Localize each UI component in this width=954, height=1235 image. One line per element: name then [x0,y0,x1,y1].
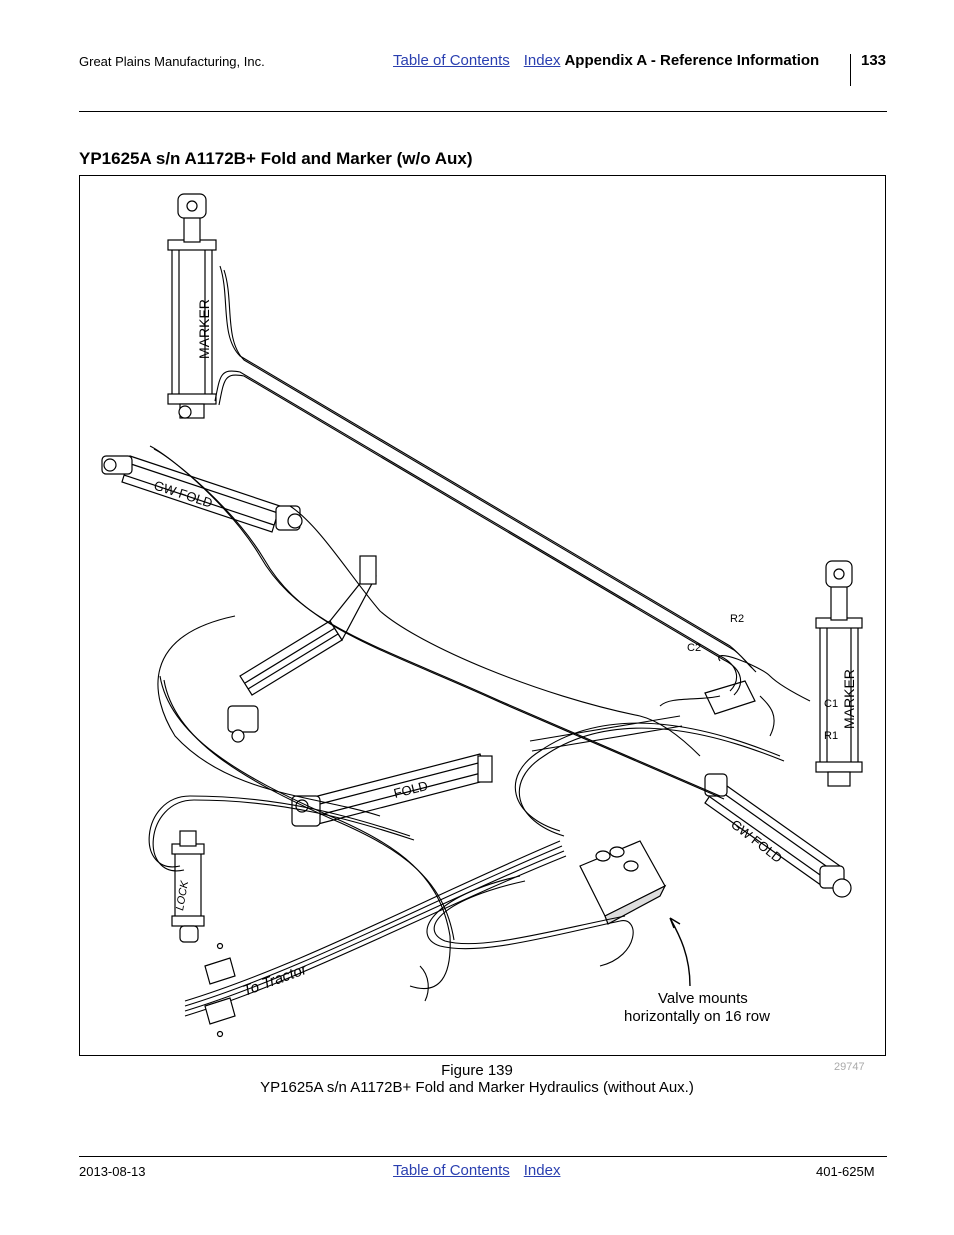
hydraulic-diagram: MARKER MARKER GW FOLD GW FOLD [79,175,886,1056]
footer-nav: Table of Contents Index [393,1162,574,1179]
label-c1: C1 [824,698,838,710]
page-title: YP1625A s/n A1172B+ Fold and Marker (w/o… [79,149,473,168]
left-marker-cylinder: MARKER [167,193,217,419]
right-gw-fold-cylinder: GW FOLD [704,773,852,898]
figure-image-id: 29747 [834,1061,865,1073]
figure-caption: YP1625A s/n A1172B+ Fold and Marker Hydr… [260,1079,694,1096]
label-marker-right: MARKER [841,669,857,729]
toc-link[interactable]: Table of Contents [393,52,510,69]
label-r1: R1 [824,730,838,742]
header-divider [850,54,851,86]
footer-index-link[interactable]: Index [523,1162,561,1179]
label-marker-left: MARKER [196,299,212,359]
diagram-svg: MARKER MARKER GW FOLD GW FOLD [101,193,863,1038]
footer-date: 2013-08-13 [79,1164,146,1179]
footer-rule [79,1156,887,1157]
header-rule [79,111,887,112]
label-lock: LOCK [174,879,191,911]
upper-fold-cylinder [227,555,377,743]
index-link[interactable]: Index [523,52,561,69]
page-number: 133 [861,52,887,69]
footer-toc-link[interactable]: Table of Contents [393,1162,510,1179]
left-gw-fold-cylinder: GW FOLD [101,455,303,533]
fold-cylinder: FOLD [291,753,493,827]
company-name: Great Plains Manufacturing, Inc. [79,54,265,69]
valve-block [579,680,756,925]
footer-doc-number: 401-625M [816,1164,875,1179]
figure-number: Figure 139 [441,1062,513,1079]
label-to-tractor: To Tractor [241,961,310,1000]
lock-cylinder: LOCK [171,830,205,943]
mount-brackets [204,942,236,1038]
valve-pointer-arrow [669,917,691,987]
right-marker-cylinder: MARKER [815,560,863,787]
valve-note-line1: Valve mounts [658,990,748,1007]
valve-note-line2: horizontally on 16 row [624,1008,770,1025]
label-c2: C2 [687,642,701,654]
label-r2: R2 [730,613,744,625]
section-title: Appendix A - Reference Information [564,52,820,69]
hoses [148,265,811,1017]
